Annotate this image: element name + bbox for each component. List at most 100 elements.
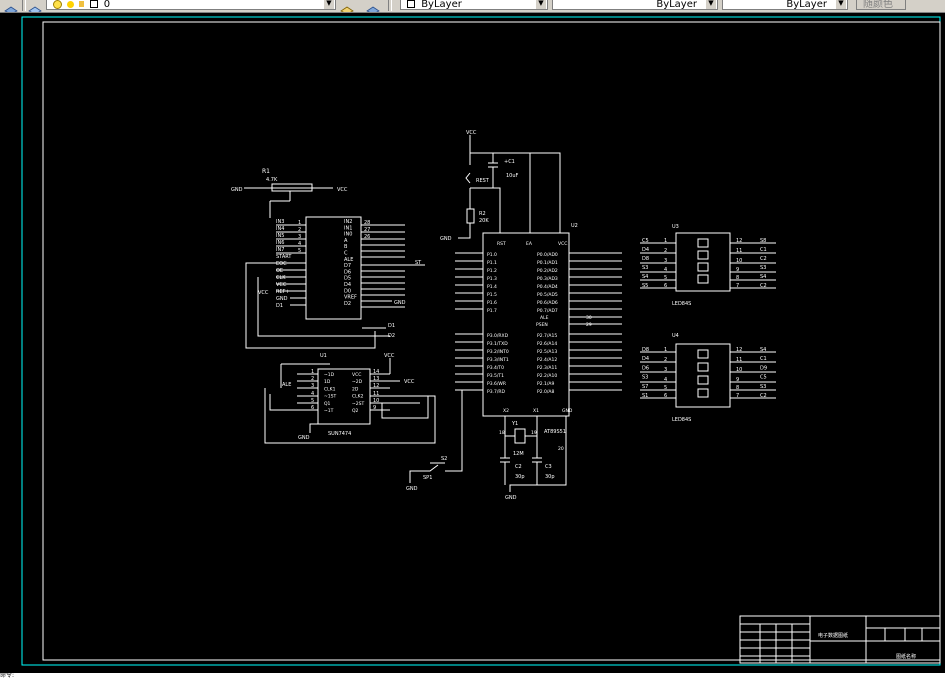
layer-manager-icon[interactable] <box>4 0 18 12</box>
mcu-p0-pin-label: P0.6/AD6 <box>537 300 558 306</box>
rst-gnd: GND <box>440 236 452 242</box>
mcu-p3-pin-label: P3.1/TXD <box>487 341 508 347</box>
mcu-p2-pin-label: P2.2/A10 <box>537 373 557 379</box>
color-combo[interactable]: ByLayer ▼ <box>400 0 548 10</box>
chevron-down-icon[interactable]: ▼ <box>324 0 334 9</box>
c3-ref: C3 <box>545 464 552 470</box>
mcu-ale-num: 30 <box>586 315 592 321</box>
mcu-p0-pin-label: P0.4/AD4 <box>537 284 558 290</box>
mcu-rst-label: RST <box>497 241 506 247</box>
mcu-p3-pin-label: P3.6/WR <box>487 381 506 387</box>
svg-text:4: 4 <box>664 377 667 383</box>
u3-right-net-label: C2 <box>760 283 767 289</box>
mcu-p2-labels: P2.7/A15P2.6/A14P2.5/A13P2.4/A12P2.3/A11… <box>537 333 557 395</box>
u4-left-net-label: D6 <box>642 365 649 371</box>
mcu-p2-pin-label: P2.7/A15 <box>537 333 557 339</box>
counter-ale: ALE <box>282 382 291 388</box>
r1-value: 4.7K <box>266 177 278 183</box>
svg-text:3: 3 <box>298 234 301 240</box>
toolbar-separator <box>22 0 26 11</box>
svg-text:6: 6 <box>664 393 667 399</box>
counter-part: SUN7474 <box>328 431 351 437</box>
layer-previous-icon[interactable] <box>366 0 380 12</box>
u3-left-net-label: D4 <box>642 247 649 253</box>
crystal-value: 12M <box>513 451 524 457</box>
adc-left-pin-label: REF+ <box>276 289 290 295</box>
mcu-ea-label: EA <box>526 241 533 247</box>
svg-text:9: 9 <box>736 267 739 273</box>
plotstyle-value: 随颜色 <box>863 0 893 10</box>
mcu-ale-label: ALE <box>540 315 549 321</box>
chevron-down-icon[interactable]: ▼ <box>536 0 546 9</box>
svg-text:8: 8 <box>736 385 739 391</box>
switch-gnd: GND <box>406 486 418 492</box>
chevron-down-icon[interactable]: ▼ <box>706 0 716 9</box>
u3-ref: U3 <box>672 224 679 230</box>
wires <box>244 135 941 664</box>
mcu-p1-labels: P1.0P1.1P1.2P1.3P1.4P1.5P1.6P1.7 <box>487 252 497 314</box>
u4-left-net-label: D4 <box>642 356 649 362</box>
mcu-psen-label: PSEN <box>536 322 548 328</box>
u4-right-net-label: C1 <box>760 356 767 362</box>
rst-cap: +C1 <box>504 159 515 165</box>
svg-text:6: 6 <box>664 283 667 289</box>
switch-name: SP1 <box>423 475 432 481</box>
adc-left-pin-label: IN5 <box>276 233 284 239</box>
adc-left-pin-label: IN4 <box>276 226 284 232</box>
adc-right-pin-label: D6 <box>344 269 351 275</box>
make-current-layer-icon[interactable] <box>340 0 354 12</box>
mcu-p3-pin-label: P3.2/INT0 <box>487 349 509 355</box>
mcu-p1-pin-label: P1.0 <box>487 252 497 258</box>
mcu-p0-pin-label: P0.2/AD2 <box>537 268 558 274</box>
u4-ref: U4 <box>672 333 679 339</box>
crystal-gnd: GND <box>505 495 517 501</box>
r1-vcc: VCC <box>337 187 348 193</box>
u3-part: LED84S <box>672 301 691 307</box>
title-block-title: 电子数据图纸 <box>818 632 848 639</box>
mcu-p3-pin-label: P3.5/T1 <box>487 373 504 379</box>
mcu-p3-labels: P3.0/RXDP3.1/TXDP3.2/INT0P3.3/INT1P3.4/T… <box>487 333 509 395</box>
layer-combo[interactable]: 0 ▼ <box>46 0 336 10</box>
toolbar-separator <box>388 0 392 11</box>
u3-right-net-label: C1 <box>760 247 767 253</box>
u4-left-net-label: S3 <box>642 375 648 381</box>
adc-left-pin-label: VCC <box>276 282 287 288</box>
svg-text:11: 11 <box>736 248 742 254</box>
adc-right-pin-label: D0 <box>344 288 351 294</box>
svg-text:11: 11 <box>373 391 379 397</box>
adc-right-pin-label: ALE <box>344 257 353 263</box>
command-line[interactable]: 命令: <box>0 673 945 679</box>
drawing-border <box>42 21 941 661</box>
adc-right-pin-label: A <box>344 238 348 244</box>
adc-left-pin-label: CLK <box>276 275 286 281</box>
mcu-p0-pin-label: P0.5/AD5 <box>537 292 558 298</box>
mcu-x1-label: X1 <box>533 408 539 414</box>
svg-text:12: 12 <box>373 383 379 389</box>
u3-right-net-label: S4 <box>760 274 766 280</box>
pin-18: 18 <box>499 430 505 436</box>
layer-state-icon[interactable] <box>28 0 42 12</box>
adc-vcc-label: VCC <box>258 290 269 296</box>
u3-right-net-label: C2 <box>760 256 767 262</box>
counter-ref: U1 <box>320 353 327 359</box>
adc-right-pin-label: VREF <box>344 295 357 301</box>
lineweight-combo[interactable]: ByLayer ▼ <box>722 0 848 10</box>
chevron-down-icon[interactable]: ▼ <box>836 0 846 9</box>
plotstyle-combo[interactable]: 随颜色 <box>856 0 906 10</box>
counter-right-pin-label: VCC <box>352 372 361 378</box>
counter-right-pin-label: 2D <box>352 386 359 392</box>
mcu-p1-pin-label: P1.1 <box>487 260 497 266</box>
svg-text:6: 6 <box>311 405 314 411</box>
command-prompt: 命令: <box>0 672 15 679</box>
mcu-part: AT89S51 <box>544 429 566 435</box>
svg-text:8: 8 <box>736 275 739 281</box>
svg-text:12: 12 <box>736 238 742 244</box>
linetype-combo[interactable]: ByLayer ▼ <box>552 0 718 10</box>
pin-19: 19 <box>531 430 537 436</box>
svg-text:3: 3 <box>664 367 667 373</box>
mcu-x2-label: X2 <box>503 408 509 414</box>
c2-ref: C2 <box>515 464 522 470</box>
